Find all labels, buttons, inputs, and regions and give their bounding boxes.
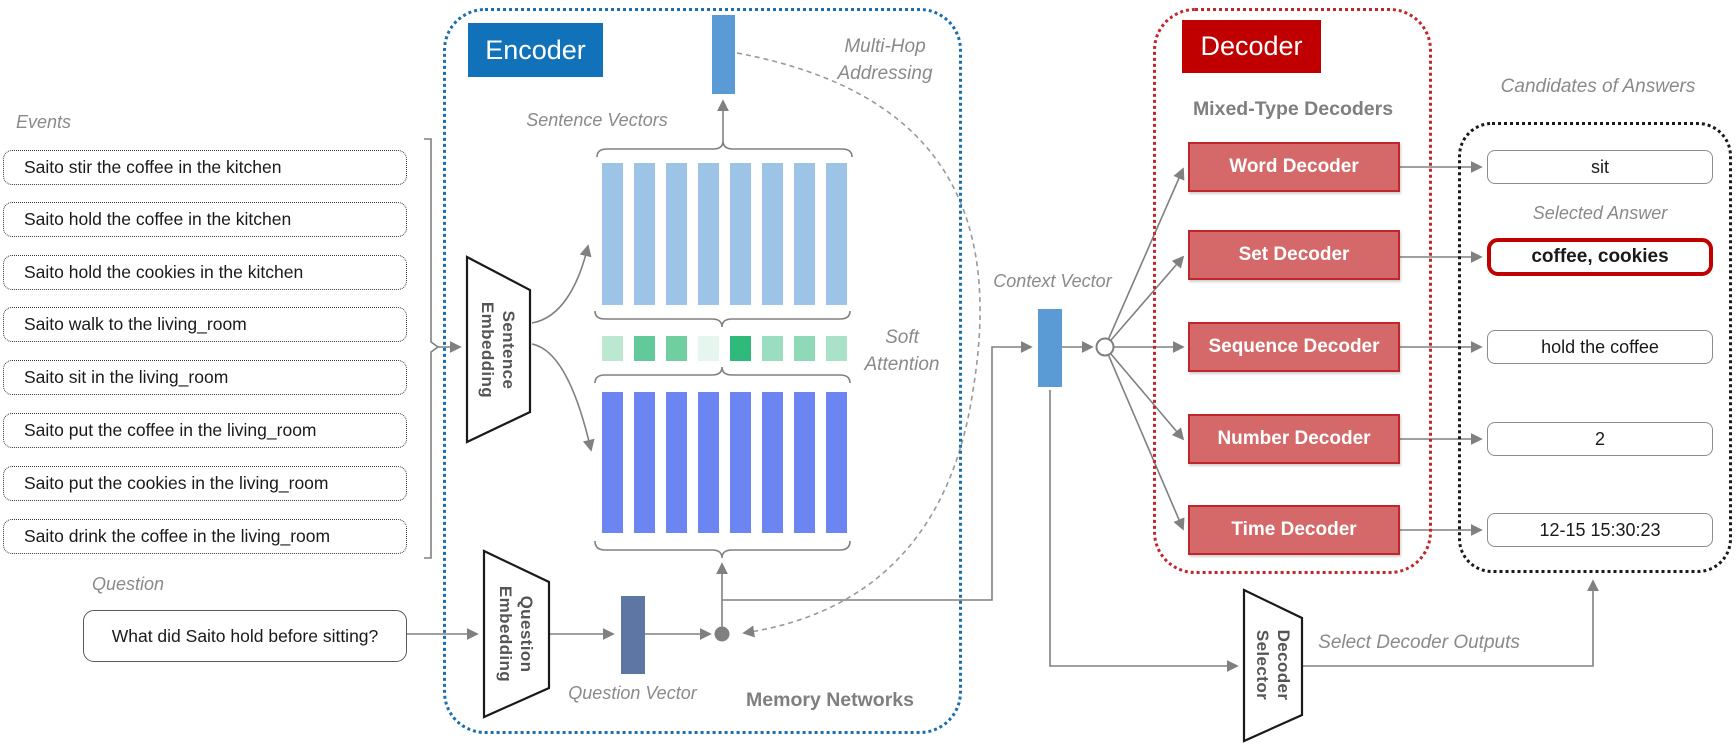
event-text: Saito put the cookies in the living_room [24,473,329,493]
memory-networks-label: Memory Networks [746,689,914,711]
event-box: Saito hold the cookies in the kitchen [3,255,407,290]
vector-bar [794,163,815,305]
attention-cell [666,336,687,361]
question-label: Question [92,574,165,594]
sentence-vectors-brace-top [596,140,853,158]
answer-box-sequence: hold the coffee [1487,330,1713,364]
sentence-vectors-brace-bottom [594,310,851,328]
event-box: Saito stir the coffee in the kitchen [3,150,407,185]
decoder-region [1153,8,1432,574]
mixed-type-decoders-label: Mixed-Type Decoders [1192,98,1394,120]
event-text: Saito drink the coffee in the living_roo… [24,526,331,546]
event-box: Saito hold the coffee in the kitchen [3,202,407,237]
vector-bar [698,392,719,533]
set-decoder-box: Set Decoder [1188,230,1400,280]
vector-bar [698,163,719,305]
context-vector [1038,309,1062,387]
memory-vectors-brace-top [594,366,851,384]
soft-attention-label: Soft Attention [864,327,940,375]
sentence-vectors-label: Sentence Vectors [526,110,668,130]
vector-bar [762,163,783,305]
hop-output-vector [712,15,735,94]
event-text: Saito sit in the living_room [24,367,229,387]
vector-bar [666,163,687,305]
event-box: Saito walk to the living_room [3,307,407,342]
decoder-title-badge: Decoder [1182,20,1321,73]
question-vector-label: Question Vector [568,683,697,703]
decoder-selector-label: Decoder Selector [1253,629,1293,701]
event-text: Saito stir the coffee in the kitchen [24,157,282,177]
vector-bar [634,163,655,305]
attention-cell [762,336,783,361]
encoder-title-badge: Encoder [468,23,603,77]
answer-box-number: 2 [1487,422,1713,456]
select-decoder-outputs-label: Select Decoder Outputs [1318,632,1520,653]
vector-bar [666,392,687,533]
attention-cell [730,336,751,361]
vector-bar [794,392,815,533]
decoder-selector-trapezoid [1242,588,1304,743]
sentence-embedding-label: Sentence Embedding [478,301,518,399]
memory-vectors-bars [602,392,847,533]
vector-bar [634,392,655,533]
vector-bar [762,392,783,533]
vector-bar [730,392,751,533]
answer-box-word: sit [1487,150,1713,184]
event-box: Saito drink the coffee in the living_roo… [3,519,407,554]
candidates-region [1458,122,1732,573]
event-box: Saito put the coffee in the living_room [3,413,407,448]
selected-answer-label: Selected Answer [1532,203,1668,223]
event-text: Saito walk to the living_room [24,314,247,334]
attention-cell [826,336,847,361]
multi-hop-curve [736,52,981,638]
fanout-node [1095,337,1115,357]
attention-cell [794,336,815,361]
question-box: What did Saito hold before sitting? [83,610,407,662]
encoder-region [443,8,962,734]
vector-bar [730,163,751,305]
candidates-title: Candidates of Answers [1500,76,1696,97]
vector-bar [826,392,847,533]
event-box: Saito put the cookies in the living_room [3,466,407,501]
selected-answer-box: coffee, cookies [1487,238,1713,276]
attention-cell [634,336,655,361]
event-text: Saito hold the cookies in the kitchen [24,262,304,282]
sentence-vectors-bars [602,163,847,305]
vector-bar [602,392,623,533]
event-box: Saito sit in the living_room [3,360,407,395]
event-text: Saito put the coffee in the living_room [24,420,317,440]
context-vector-label: Context Vector [993,271,1112,291]
attention-cell [698,336,719,361]
multi-hop-label: Multi-Hop Addressing [837,36,933,84]
time-decoder-box: Time Decoder [1188,505,1400,555]
attention-strip [602,336,847,361]
memory-vectors-brace-bottom [594,540,851,559]
events-bracket [424,138,440,559]
sentence-embedding-trapezoid [465,255,532,444]
vector-bar [602,163,623,305]
event-text: Saito hold the coffee in the kitchen [24,209,292,229]
answer-box-time: 12-15 15:30:23 [1487,513,1713,547]
vector-bar [826,163,847,305]
question-embedding-label: Question Embedding [496,585,536,683]
word-decoder-box: Word Decoder [1188,142,1400,192]
events-label: Events [16,112,72,132]
number-decoder-box: Number Decoder [1188,414,1400,464]
sequence-decoder-box: Sequence Decoder [1188,322,1400,372]
question-text: What did Saito hold before sitting? [111,625,379,646]
question-embedding-trapezoid [482,549,551,719]
attention-cell [602,336,623,361]
junction-dot [714,626,730,642]
question-vector [621,596,645,674]
